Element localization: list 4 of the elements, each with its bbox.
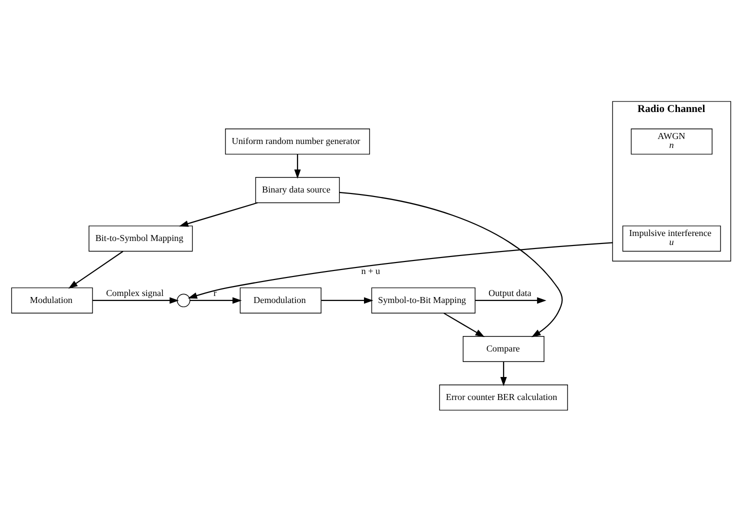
edge-label: Output data: [488, 287, 532, 298]
edge-label: r: [214, 287, 217, 298]
edge-label: Complex signal: [106, 287, 164, 298]
edge-label: n + u: [361, 266, 380, 276]
